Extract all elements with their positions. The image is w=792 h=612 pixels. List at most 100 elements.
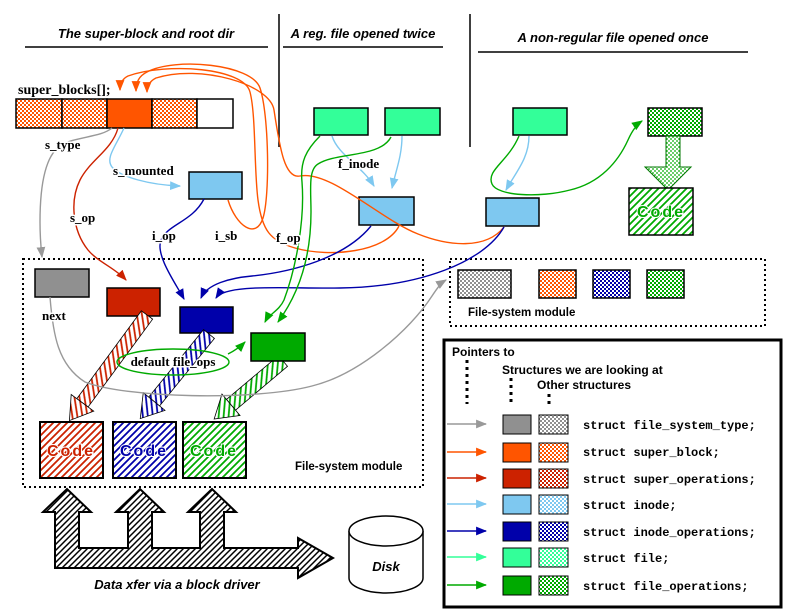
panel2-title: A reg. file opened twice <box>290 26 436 41</box>
code-box-driver <box>628 187 694 236</box>
s-mounted-pointer <box>109 127 182 191</box>
block-driver-arrow <box>40 487 336 580</box>
s-mounted-label: s_mounted <box>113 163 174 178</box>
legend-box <box>442 338 783 609</box>
lightblue-pointer-curves <box>109 127 530 191</box>
i-op-label: i_op <box>152 228 176 243</box>
legend-row-super-operations: struct super_operations; <box>447 468 756 489</box>
next-label: next <box>42 308 67 323</box>
i-sb-pointer-curves <box>115 63 505 254</box>
f-op-pointer-1 <box>264 135 321 323</box>
s-op-pointer <box>73 127 127 281</box>
sb-cell-0 <box>15 98 63 129</box>
legend-other-structures: Other structures <box>537 378 631 392</box>
other-inode-operations-box <box>592 269 631 299</box>
super-operations-box <box>106 287 161 317</box>
legend-row-file-system-type: struct file_system_type; <box>447 414 756 435</box>
legend-swatch-solid <box>502 442 532 463</box>
regular-file-inode-box <box>358 196 415 226</box>
code-label-driver: Code <box>637 204 685 221</box>
f-op-pointer-curves <box>116 120 643 376</box>
legend-label-file-operations: struct file_operations; <box>583 580 749 594</box>
legend-structures-looking: Structures we are looking at <box>502 363 663 377</box>
legend-row-inode: struct inode; <box>447 494 677 515</box>
default-file-ops-oval <box>116 348 230 376</box>
i-sb-pointer-regfile <box>115 67 400 254</box>
gray-pointer-curves <box>36 127 447 397</box>
inode-operations-box <box>179 306 234 334</box>
file-operations-code-arrow <box>213 355 289 420</box>
sb-cell-4-empty <box>196 98 234 129</box>
code-label-blue: Code <box>120 443 168 460</box>
panel3-title: A non-regular file opened once <box>517 30 709 45</box>
file-operations-box <box>250 332 306 362</box>
data-xfer-label: Data xfer via a block driver <box>94 577 260 592</box>
legend-swatch-solid <box>502 468 532 489</box>
legend-row-super-block: struct super_block; <box>447 442 720 463</box>
legend-row-file: struct file; <box>447 547 669 568</box>
file-box-1 <box>313 107 369 136</box>
legend-swatch-solid <box>502 414 532 435</box>
legend-swatch-solid <box>502 521 532 542</box>
disk-label: Disk <box>372 559 400 574</box>
f-inode-pointer-3 <box>505 135 530 191</box>
legend-label-file: struct file; <box>583 552 669 566</box>
s-type-label: s_type <box>45 137 81 152</box>
legend-swatch-hatched <box>538 575 569 596</box>
sb-cell-3 <box>151 98 198 129</box>
f-inode-pointer-2 <box>389 135 403 190</box>
file-box-2 <box>384 107 441 136</box>
sb-cell-1 <box>61 98 108 129</box>
driver-code-arrow <box>643 135 693 191</box>
fs-module-right-box <box>449 258 766 327</box>
inode-operations-code-arrow <box>139 329 215 420</box>
legend-label-inode: struct inode; <box>583 499 677 513</box>
panel1-title: The super-block and root dir <box>58 26 235 41</box>
default-file-ops-pointer <box>227 341 246 355</box>
legend-swatch-hatched <box>538 521 569 542</box>
code-box-super-ops <box>39 421 104 479</box>
legend-label-inode-operations: struct inode_operations; <box>583 526 756 540</box>
f-op-pointer-3 <box>490 120 643 196</box>
other-file-operations-box <box>646 269 685 299</box>
i-op-pointer-root <box>159 198 205 300</box>
legend-swatch-hatched <box>538 468 569 489</box>
legend-swatch-solid <box>502 494 532 515</box>
fs-module-right-label: File-system module <box>468 307 575 319</box>
legend-swatch-hatched <box>538 494 569 515</box>
legend-swatch-hatched <box>538 414 569 435</box>
f-inode-label: f_inode <box>338 156 379 171</box>
file-system-type-box <box>34 268 90 298</box>
i-op-pointer-nonreg <box>215 226 505 299</box>
i-op-pointer-curves <box>159 198 505 300</box>
legend-label-super-block: struct super_block; <box>583 446 720 460</box>
f-op-label: f_op <box>276 230 301 245</box>
fs-module-left-label: File-system module <box>295 461 402 473</box>
legend-swatch-hatched <box>538 547 569 568</box>
other-super-block-box <box>538 269 577 299</box>
i-sb-pointer-nonreg <box>142 72 505 245</box>
legend-row-inode-operations: struct inode_operations; <box>447 521 756 542</box>
default-file-ops-label: default file_ops <box>131 354 216 369</box>
nonregular-file-inode-box <box>485 197 540 227</box>
legend: Pointers to Structures we are looking at… <box>442 338 783 609</box>
super-operations-code-arrow <box>69 310 154 422</box>
f-op-pointer-2 <box>277 136 392 323</box>
file-box-3 <box>512 107 568 136</box>
fs-module-left-box <box>22 258 424 488</box>
legend-swatch-solid <box>502 547 532 568</box>
s-op-label: s_op <box>70 210 95 225</box>
super-blocks-array <box>15 98 234 129</box>
legend-pointers-to: Pointers to <box>452 345 515 359</box>
legend-label-file-system-type: struct file_system_type; <box>583 419 756 433</box>
legend-label-super-operations: struct super_operations; <box>583 473 756 487</box>
other-file-system-type-box <box>457 269 512 299</box>
code-label-green: Code <box>190 443 238 460</box>
disk-cylinder: Disk <box>348 515 424 594</box>
code-box-file-ops <box>182 421 247 479</box>
legend-swatch-solid <box>502 575 532 596</box>
i-op-pointer-regfile <box>200 225 372 300</box>
root-inode-box <box>188 171 243 200</box>
